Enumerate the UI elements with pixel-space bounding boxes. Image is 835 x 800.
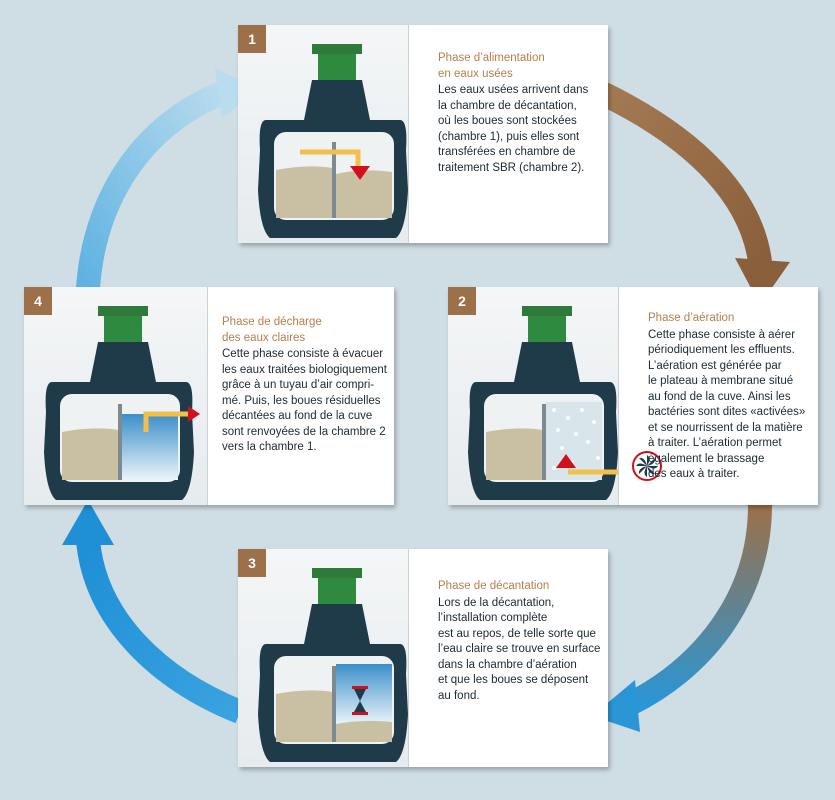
septic-tank-illustration <box>468 306 618 500</box>
phase-text: Phase de décantation Lors de la décantat… <box>438 579 603 704</box>
outflow-marker-icon <box>188 406 200 422</box>
phase-title: Phase de décharge des eaux claires <box>222 316 322 344</box>
phase-card-1: 1 Phase d’alimentation en eaux usées Les… <box>238 25 608 243</box>
arrow-head-3 <box>62 500 114 545</box>
phase-text: Phase d’aération Cette phase consiste à … <box>648 311 813 483</box>
septic-tank-illustration <box>44 306 200 500</box>
phase-text: Phase de décharge des eaux claires Cette… <box>222 315 392 456</box>
phase-title: Phase de décantation <box>438 580 550 592</box>
aeration-marker-icon <box>556 454 576 468</box>
phase-number-badge: 1 <box>238 25 266 53</box>
arrow-phase1-to-2 <box>594 81 772 264</box>
card-divider <box>618 287 619 505</box>
card-divider <box>207 287 208 505</box>
arrow-head-1 <box>735 258 790 305</box>
phase-description: Cette phase consiste à évacuer les eaux … <box>222 348 387 453</box>
phase-card-4: 4 Phase de décharge des eaux claires Cet… <box>24 287 394 505</box>
phase-text: Phase d’alimentation en eaux usées Les e… <box>438 51 603 176</box>
card-divider <box>408 549 409 767</box>
phase-card-3: 3 Phase de décantation Lors de la décant… <box>238 549 608 767</box>
phase-number-badge: 2 <box>448 287 476 315</box>
phase-title: Phase d’aération <box>648 312 735 324</box>
septic-tank-illustration <box>258 568 408 762</box>
card-divider <box>408 25 409 243</box>
inflow-marker-icon <box>350 166 370 180</box>
phase-number-badge: 4 <box>24 287 52 315</box>
phase-description: Lors de la décantation, l’installation c… <box>438 596 601 702</box>
phase-card-2: 2 Phase d’aération <box>448 287 818 505</box>
hourglass-icon <box>352 686 368 715</box>
phase-description: Les eaux usées arrivent dans la chambre … <box>438 84 589 174</box>
arrow-phase2-to-3 <box>622 504 772 716</box>
phase-description: Cette phase consiste à aérer périodiquem… <box>648 328 806 481</box>
phase-number-badge: 3 <box>238 549 266 577</box>
phase-title: Phase d’alimentation en eaux usées <box>438 52 545 80</box>
arrow-head-4 <box>215 68 258 118</box>
arrow-phase4-to-1 <box>76 80 230 289</box>
septic-tank-illustration <box>258 44 408 238</box>
fan-icon <box>632 451 662 481</box>
arrow-phase3-to-4 <box>76 538 245 724</box>
